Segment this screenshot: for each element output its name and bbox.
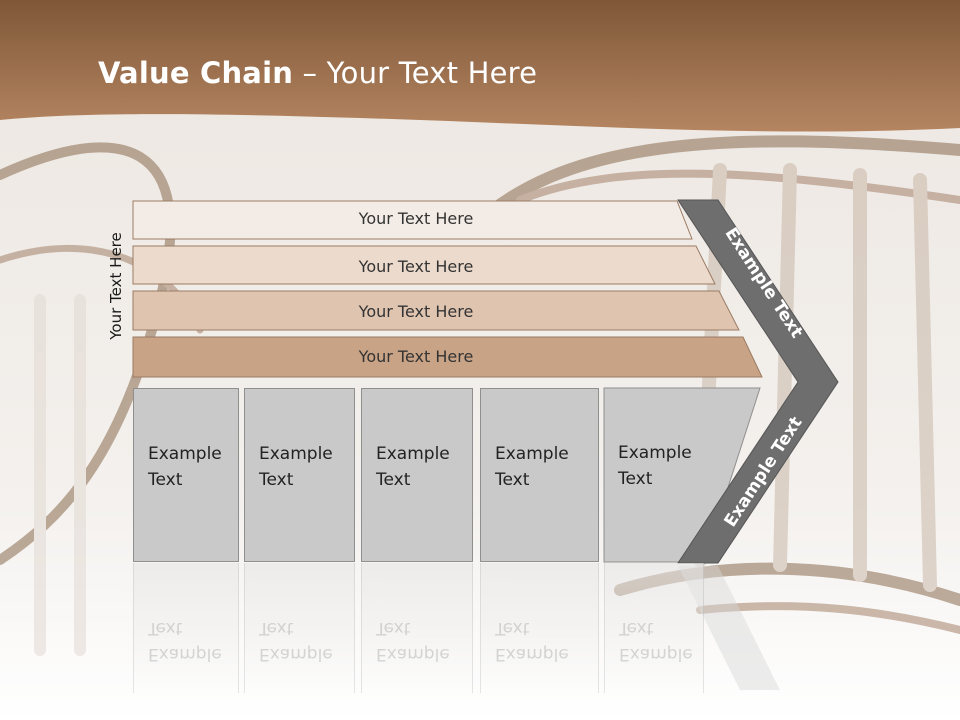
box-1-reflection-line2: Text <box>148 618 183 638</box>
box-1-reflection-line1: Example <box>148 644 222 664</box>
band-2-shape <box>132 245 716 285</box>
box-4-line1: Example <box>495 444 569 464</box>
box-1-line1: Example <box>148 444 222 464</box>
box-5-reflection-line1: Example <box>619 644 693 664</box>
box-5-reflection: Example Text <box>604 563 704 693</box>
box-2-reflection-text: Example Text <box>259 615 333 667</box>
box-2-line1: Example <box>259 444 333 464</box>
box-2-line2: Text <box>259 470 294 490</box>
box-3-reflection-text: Example Text <box>376 615 450 667</box>
band-2-label: Your Text Here <box>358 257 474 276</box>
box-4-reflection-line2: Text <box>495 618 530 638</box>
slide-title: Value Chain – Your Text Here <box>98 56 537 90</box>
box-5-reflection-text: Example Text <box>619 615 693 667</box>
box-2-reflection-line1: Example <box>259 644 333 664</box>
box-4-reflection: Example Text <box>480 563 599 693</box>
band-3-shape <box>132 290 740 331</box>
box-1-reflection: Example Text <box>133 563 239 693</box>
box-1-line2: Text <box>148 470 183 490</box>
title-rest: – Your Text Here <box>293 56 538 90</box>
band-4-shape <box>132 336 763 378</box>
box-3-line1: Example <box>376 444 450 464</box>
band-1-shape <box>132 200 693 240</box>
box-4-reflection-text: Example Text <box>495 615 569 667</box>
box-1-reflection-text: Example Text <box>148 615 222 667</box>
chevron-arrow <box>677 199 839 564</box>
box-3-line2: Text <box>376 470 411 490</box>
title-bold: Value Chain <box>98 56 294 90</box>
box-2-reflection: Example Text <box>244 563 355 693</box>
box-3-reflection: Example Text <box>361 563 473 693</box>
band-3-label: Your Text Here <box>358 302 474 321</box>
box-4-reflection-line1: Example <box>495 644 569 664</box>
box-5-reflection-line2: Text <box>619 618 654 638</box>
box-5-line2: Text <box>618 469 653 489</box>
box-3-reflection-line2: Text <box>376 618 411 638</box>
box-5-line1: Example <box>618 443 692 463</box>
band-4-label: Your Text Here <box>358 347 474 366</box>
band-1-label: Your Text Here <box>358 209 474 228</box>
box-4-line2: Text <box>495 470 530 490</box>
box-2-reflection-line2: Text <box>259 618 294 638</box>
box-3-reflection-line1: Example <box>376 644 450 664</box>
